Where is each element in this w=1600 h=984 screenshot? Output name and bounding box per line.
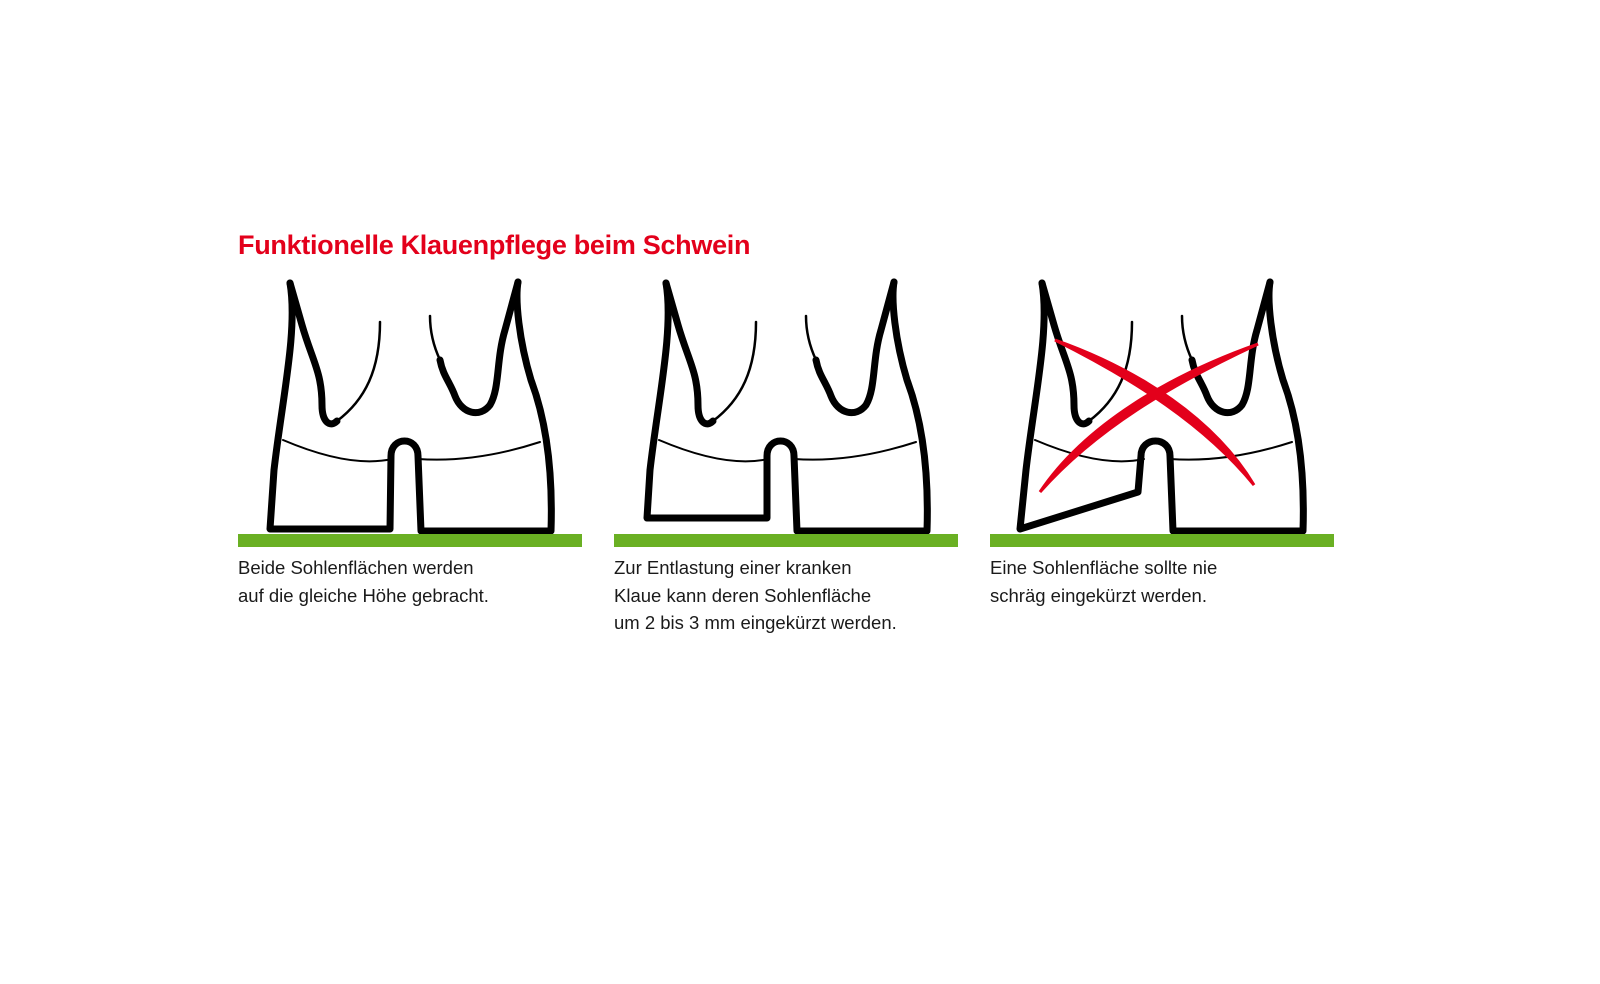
caption-3: Eine Sohlenfläche sollte nie schräg eing… — [990, 554, 1217, 609]
caption-1: Beide Sohlenflächen werden auf die gleic… — [238, 554, 489, 609]
caption-line: auf die gleiche Höhe gebracht. — [238, 584, 489, 606]
ground-bar-2 — [614, 534, 958, 547]
caption-line: Beide Sohlenflächen werden — [238, 557, 474, 578]
ground-bar-3 — [990, 534, 1334, 547]
hoof-panel-2 — [643, 278, 931, 535]
caption-line: Eine Sohlenfläche sollte nie — [990, 557, 1218, 578]
caption-line: Klaue kann deren Sohlenfläche — [614, 584, 872, 606]
caption-line: um 2 bis 3 mm eingekürzt werden. — [614, 612, 897, 633]
diagram-title: Funktionelle Klauenpflege beim Schwein — [238, 230, 751, 260]
hoof-panel-1 — [266, 278, 555, 535]
caption-line: Zur Entlastung einer kranken — [614, 557, 852, 578]
caption-2: Zur Entlastung einer kranken Klaue kann … — [614, 554, 897, 637]
hoof-panel-3 — [1016, 278, 1307, 535]
caption-line: schräg eingekürzt werden. — [990, 584, 1207, 606]
ground-bar-1 — [238, 534, 582, 547]
wrong-cross-icon — [1038, 338, 1259, 493]
